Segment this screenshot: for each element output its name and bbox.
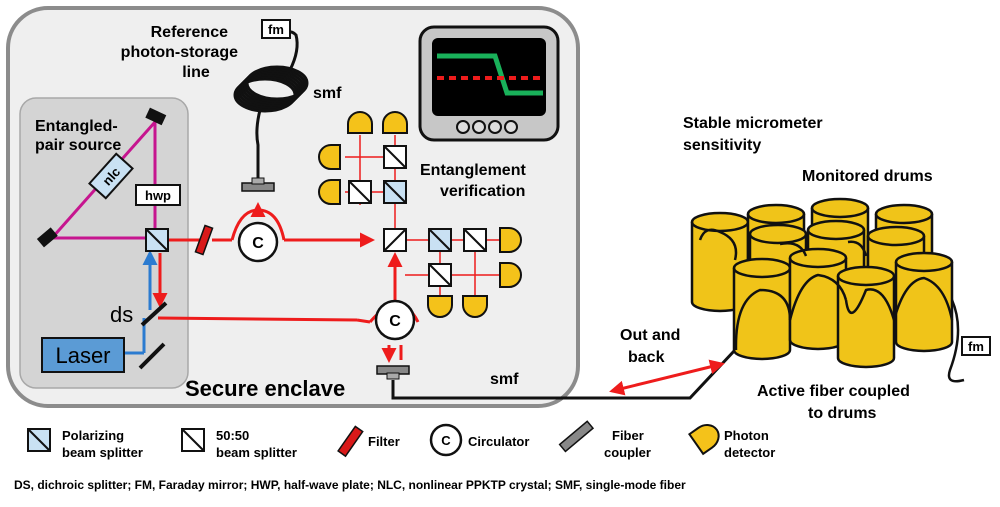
legend-bs-line2: beam splitter: [216, 445, 297, 460]
legend-bs-line1: 50:50: [216, 428, 249, 443]
laser-box: [41, 337, 125, 373]
photon-detector-3: [318, 144, 341, 170]
out-and-back-line2: back: [628, 349, 665, 366]
verification-splitters: [348, 145, 487, 287]
vbs-2: [348, 180, 372, 204]
reference-label-line1: Reference: [151, 24, 228, 41]
legend-bs: 50:50 beam splitter: [181, 428, 297, 460]
legend-circulator-label: Circulator: [468, 434, 529, 449]
source-label-line1: Entangled-: [35, 118, 118, 135]
circulator-2-label: C: [389, 313, 401, 330]
stable-label-line1: Stable micrometer: [683, 115, 823, 132]
out-and-back-arrow: [609, 359, 725, 396]
vbs-5: [463, 228, 487, 252]
verification-label-line2: verification: [440, 183, 525, 200]
monitored-drums-label: Monitored drums: [802, 168, 933, 185]
vbs-3: [383, 180, 407, 204]
legend-pbs-line1: Polarizing: [62, 428, 124, 443]
legend-pbs-line2: beam splitter: [62, 445, 143, 460]
circulator-2: [374, 299, 416, 341]
photon-detector-2: [382, 111, 408, 134]
fm-top-box: [261, 19, 291, 39]
stable-label-line2: sensitivity: [683, 137, 761, 154]
hwp-box: [135, 184, 181, 206]
reference-label-line3: line: [182, 64, 210, 81]
photon-detector-5: [499, 227, 522, 253]
reference-label-line2: photon-storage: [121, 44, 238, 61]
source-mirror-top: [145, 107, 167, 126]
legend: Polarizing beam splitter 50:50 beam spli…: [27, 420, 775, 460]
ds-label: ds: [110, 302, 133, 327]
legend-filter: Filter: [337, 425, 400, 458]
circulator-1: [237, 221, 279, 263]
legend-filter-label: Filter: [368, 434, 400, 449]
circulator-1-label: C: [252, 235, 264, 252]
fm-right-label: fm: [968, 339, 984, 354]
fiber-coupler-bottom: [376, 365, 410, 380]
legend-circulator: C Circulator: [429, 423, 529, 457]
smf-top-label: smf: [313, 85, 342, 102]
filter-element: [194, 224, 214, 256]
drum-fiber-loops: [698, 228, 965, 383]
legend-fiber-coupler: Fiber coupler: [558, 420, 651, 460]
photon-detector-1: [347, 111, 373, 134]
smf-bottom-label: smf: [490, 371, 519, 388]
vbs-4: [428, 228, 452, 252]
abbreviations-line: DS, dichroic splitter; FM, Faraday mirro…: [14, 478, 686, 492]
secure-enclave-label: Secure enclave: [185, 376, 345, 401]
legend-photon-detector-line2: detector: [724, 445, 775, 460]
hwp-label: hwp: [145, 188, 171, 203]
entangled-source-region: [19, 97, 189, 389]
reference-fiber-coil: [233, 29, 309, 188]
photon-detector-6: [499, 262, 522, 288]
photon-detector-7: [427, 295, 453, 318]
legend-photon-detector: Photon detector: [687, 424, 775, 460]
fm-right-box: [961, 336, 991, 356]
nlc-crystal: nlc: [88, 152, 134, 200]
dichroic-splitter: [140, 301, 168, 327]
legend-fiber-coupler-line1: Fiber: [612, 428, 644, 443]
legend-circulator-symbol: C: [441, 433, 451, 448]
photon-detector-4: [318, 179, 341, 205]
verification-label-line1: Entanglement: [420, 162, 526, 179]
out-and-back-line1: Out and: [620, 327, 680, 344]
verification-detectors: [318, 111, 522, 318]
source-label-line2: pair source: [35, 137, 121, 154]
vbs-1: [383, 145, 407, 169]
drum-front-4: [894, 251, 954, 353]
laser-label: Laser: [55, 343, 110, 368]
legend-fiber-coupler-line2: coupler: [604, 445, 651, 460]
active-fiber-line1: Active fiber coupled: [757, 383, 910, 400]
vbs-center: [383, 228, 407, 252]
fiber-coupler-top: [241, 177, 275, 192]
drum-front-3: [836, 265, 896, 369]
source-mirror-left: [36, 227, 58, 248]
active-fiber-line2: to drums: [808, 405, 877, 422]
monitor-icon: [418, 25, 560, 142]
photon-detector-8: [462, 295, 488, 318]
legend-photon-detector-line1: Photon: [724, 428, 769, 443]
source-pbs: [145, 228, 169, 252]
laser-mirror: [138, 342, 166, 370]
fm-top-label: fm: [268, 22, 284, 37]
vbs-6: [428, 263, 452, 287]
legend-pbs: Polarizing beam splitter: [27, 428, 143, 460]
